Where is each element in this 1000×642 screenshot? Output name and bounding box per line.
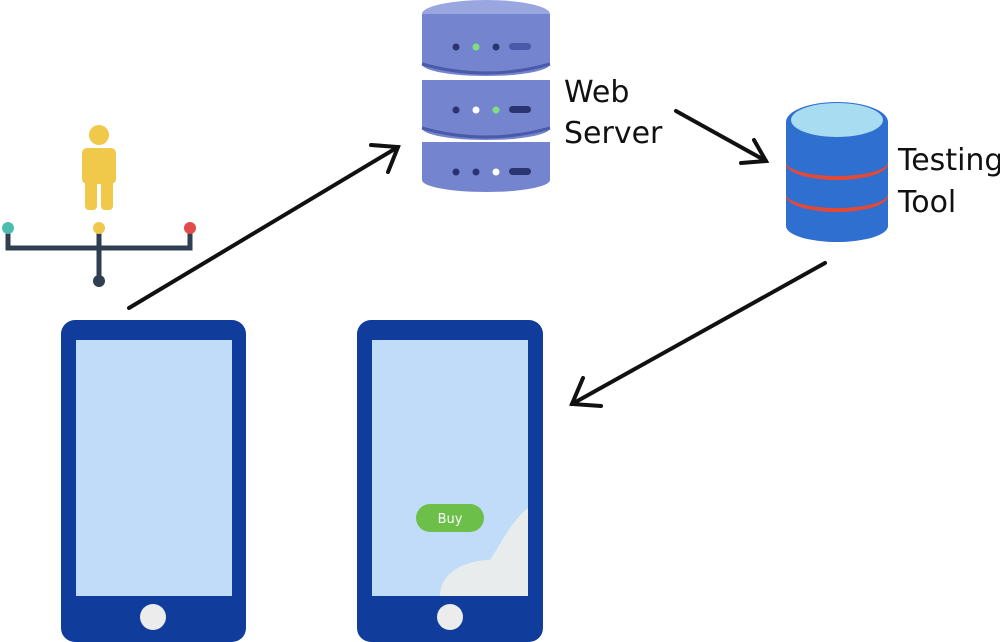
arrow-testing-tool-to-phone bbox=[569, 261, 827, 408]
web-server-label-line1: Web bbox=[564, 75, 629, 110]
user-hierarchy-icon bbox=[2, 125, 196, 287]
server-icon bbox=[421, 0, 551, 192]
arrow-phone-to-server bbox=[127, 143, 401, 310]
phone-icon bbox=[61, 320, 246, 642]
buy-button-label: Buy bbox=[438, 512, 463, 527]
database-icon bbox=[786, 102, 888, 242]
buy-button[interactable]: Buy bbox=[416, 504, 484, 532]
testing-tool-label-line1: Testing bbox=[897, 143, 1000, 178]
phone-icon: Buy bbox=[357, 320, 543, 642]
user-icon bbox=[82, 125, 116, 210]
testing-tool-label-line2: Tool bbox=[897, 185, 956, 220]
arrow-server-to-testing-tool bbox=[674, 109, 770, 165]
web-server-label-line2: Server bbox=[564, 116, 663, 151]
